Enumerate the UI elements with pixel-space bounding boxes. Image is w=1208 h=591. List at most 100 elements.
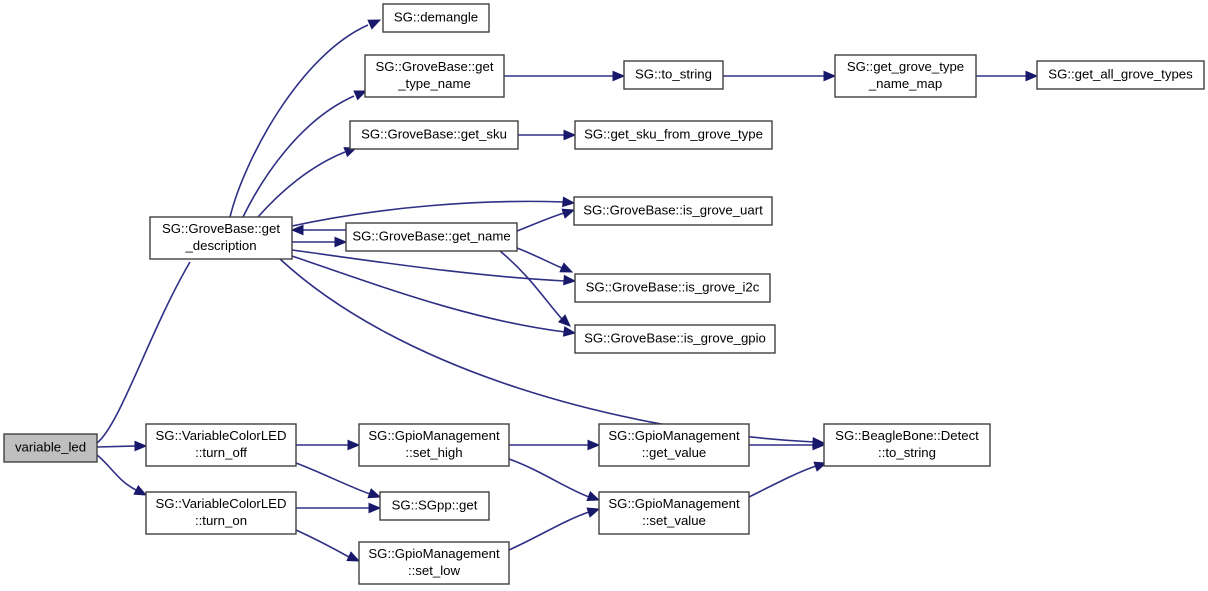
node-demangle[interactable]: SG::demangle xyxy=(382,3,490,33)
edge-variable_led-to-turn_off xyxy=(96,440,148,452)
node-is_grove_i2c[interactable]: SG::GroveBase::is_grove_i2c xyxy=(574,273,771,303)
node-get_type_name[interactable]: SG::GroveBase::get_type_name xyxy=(364,54,505,98)
node-label: SG::get_grove_type xyxy=(847,59,964,74)
node-box[interactable] xyxy=(1036,60,1205,90)
edge-line xyxy=(508,511,590,551)
node-get_all_grove_types[interactable]: SG::get_all_grove_types xyxy=(1036,60,1205,90)
edge-arrowhead xyxy=(133,485,148,496)
node-box[interactable] xyxy=(382,3,490,33)
edge-line xyxy=(291,255,566,333)
edge-arrowhead xyxy=(368,502,382,514)
node-label: ::set_value xyxy=(642,513,706,528)
edge-arrowhead xyxy=(586,490,601,501)
edge-arrowhead xyxy=(559,262,574,273)
edge-line xyxy=(96,454,137,491)
node-label: SG::BeagleBone::Detect xyxy=(835,428,979,443)
node-box[interactable] xyxy=(574,120,773,150)
edge-line xyxy=(516,247,563,269)
node-box[interactable] xyxy=(598,491,750,535)
edge-line xyxy=(516,212,565,232)
edge-set_high-to-set_value xyxy=(508,458,601,501)
node-box[interactable] xyxy=(574,324,776,354)
edge-arrowhead xyxy=(334,236,348,248)
node-label: SG::get_all_grove_types xyxy=(1048,66,1193,81)
node-label: SG::GroveBase::is_grove_gpio xyxy=(584,330,766,345)
node-set_low[interactable]: SG::GpioManagement::set_low xyxy=(358,541,510,585)
node-sgpp_get[interactable]: SG::SGpp::get xyxy=(379,491,490,521)
node-label: SG::GroveBase::get_sku xyxy=(361,126,507,141)
node-variable_led[interactable]: variable_led xyxy=(3,433,98,463)
node-box[interactable] xyxy=(358,541,510,585)
node-set_high[interactable]: SG::GpioManagement::set_high xyxy=(358,423,510,467)
node-label: SG::GpioManagement xyxy=(368,428,500,443)
node-turn_off[interactable]: SG::VariableColorLED::turn_off xyxy=(145,423,297,467)
edge-arrowhead xyxy=(562,196,576,208)
edge-set_value-to-beaglebone_to_string xyxy=(748,461,828,498)
edge-turn_off-to-sgpp_get xyxy=(295,462,382,499)
node-label: _description xyxy=(184,238,256,253)
node-box[interactable] xyxy=(358,423,510,467)
node-box[interactable] xyxy=(834,54,977,98)
node-label: SG::GpioManagement xyxy=(368,546,500,561)
node-label: SG::VariableColorLED xyxy=(156,428,287,443)
edge-line xyxy=(229,24,369,218)
node-box[interactable] xyxy=(3,433,98,463)
edge-variable_led-to-get_description xyxy=(96,246,195,444)
node-box[interactable] xyxy=(364,54,505,98)
node-is_grove_uart[interactable]: SG::GroveBase::is_grove_uart xyxy=(573,196,773,226)
node-box[interactable] xyxy=(349,120,519,150)
edge-arrowhead xyxy=(367,19,382,30)
nodes-layer: variable_led SG::demangleSG::GroveBase::g… xyxy=(3,3,1205,585)
edge-get_name-to-is_grove_uart xyxy=(516,208,576,232)
node-box[interactable] xyxy=(379,491,490,521)
node-get_value[interactable]: SG::GpioManagement::get_value xyxy=(598,423,750,467)
node-label: ::turn_on xyxy=(195,513,247,528)
node-box[interactable] xyxy=(598,423,750,467)
edge-turn_off-to-set_high xyxy=(296,439,361,451)
edge-get_name-to-is_grove_gpio xyxy=(499,250,571,327)
edge-turn_on-to-set_low xyxy=(295,529,361,562)
edge-line xyxy=(295,529,350,558)
node-get_sku_from_grove_type[interactable]: SG::get_sku_from_grove_type xyxy=(574,120,773,150)
edge-get_description-to-is_grove_uart xyxy=(291,196,576,227)
edge-arrowhead xyxy=(563,129,577,141)
node-label: SG::GroveBase::is_grove_uart xyxy=(583,202,763,217)
node-turn_on[interactable]: SG::VariableColorLED::turn_on xyxy=(145,491,297,535)
edge-line xyxy=(291,249,566,282)
edge-arrowhead xyxy=(346,551,361,562)
node-label: SG::get_sku_from_grove_type xyxy=(584,126,763,141)
node-box[interactable] xyxy=(623,60,724,90)
node-box[interactable] xyxy=(573,196,773,226)
node-label: ::get_value xyxy=(642,445,707,460)
node-get_sku[interactable]: SG::GroveBase::get_sku xyxy=(349,120,519,150)
edge-line xyxy=(242,95,355,218)
edge-variable_led-to-turn_on xyxy=(96,454,148,496)
node-box[interactable] xyxy=(149,216,293,260)
node-set_value[interactable]: SG::GpioManagement::set_value xyxy=(598,491,750,535)
edge-line xyxy=(291,200,565,227)
edge-get_description-to-demangle xyxy=(229,19,382,218)
edge-turn_on-to-sgpp_get xyxy=(296,502,382,514)
node-label: SG::to_string xyxy=(635,66,712,81)
node-box[interactable] xyxy=(145,491,297,535)
node-box[interactable] xyxy=(145,423,297,467)
node-get_grove_type_name_map[interactable]: SG::get_grove_type_name_map xyxy=(834,54,977,98)
node-get_description[interactable]: SG::GroveBase::get_description xyxy=(149,216,293,260)
node-box[interactable] xyxy=(345,222,518,252)
node-label: SG::SGpp::get xyxy=(392,497,478,512)
edge-arrowhead xyxy=(612,70,626,82)
node-to_string[interactable]: SG::to_string xyxy=(623,60,724,90)
edges-layer xyxy=(96,19,1039,562)
node-box[interactable] xyxy=(574,273,771,303)
node-is_grove_gpio[interactable]: SG::GroveBase::is_grove_gpio xyxy=(574,324,776,354)
node-label: SG::GroveBase::is_grove_i2c xyxy=(586,279,760,294)
node-beaglebone_to_string[interactable]: SG::BeagleBone::Detect::to_string xyxy=(823,423,991,467)
edge-arrowhead xyxy=(586,507,601,518)
node-box[interactable] xyxy=(823,423,991,467)
edge-arrowhead xyxy=(557,314,571,327)
edge-set_low-to-set_value xyxy=(508,507,601,551)
node-label: SG::GpioManagement xyxy=(608,496,740,511)
node-get_name[interactable]: SG::GroveBase::get_name xyxy=(345,222,518,252)
edge-get_type_name-to-to_string xyxy=(504,70,626,82)
